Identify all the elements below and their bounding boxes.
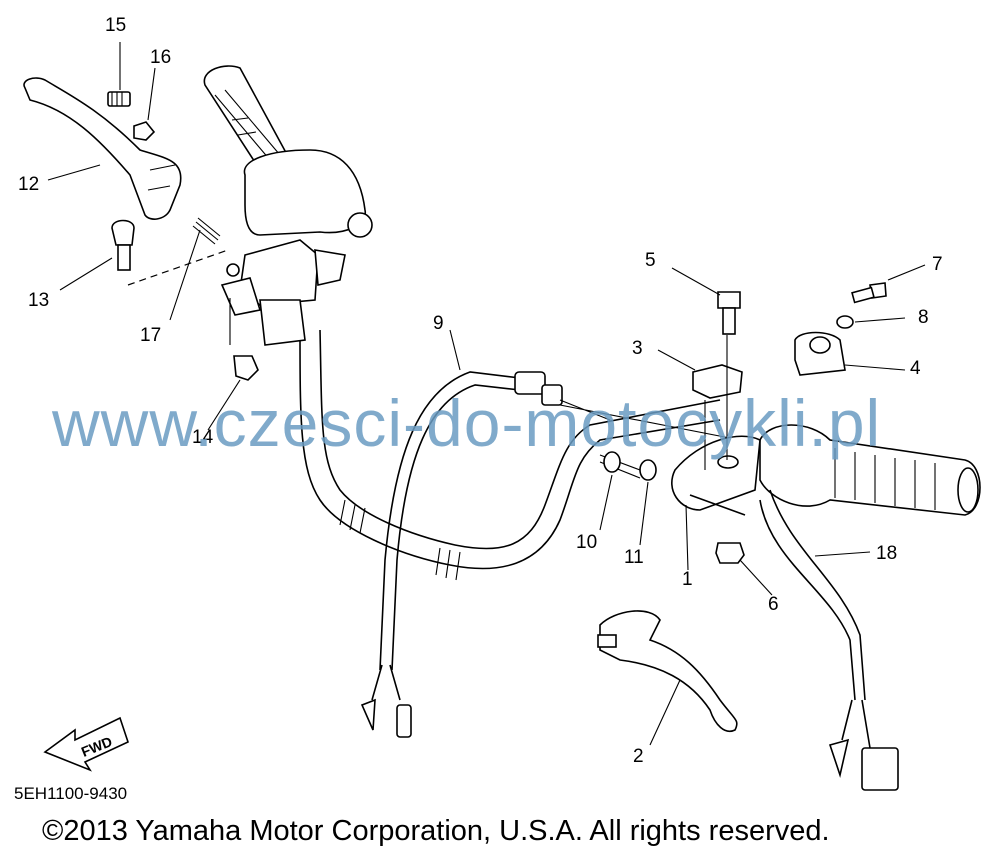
callout-8: 8 — [918, 307, 929, 328]
switch-cable — [759, 489, 899, 791]
callout-14: 14 — [192, 427, 214, 448]
callout-13: 13 — [28, 290, 49, 311]
callout-2: 2 — [633, 746, 644, 767]
callout-3: 3 — [632, 338, 643, 359]
callout-10: 10 — [576, 532, 597, 553]
callout-16: 16 — [150, 47, 171, 68]
callout-18: 18 — [876, 543, 897, 564]
callout-17: 17 — [140, 325, 161, 346]
throttle-cable — [360, 371, 741, 738]
right-lever — [597, 610, 738, 732]
left-small-parts — [107, 91, 259, 381]
callout-11: 11 — [624, 547, 644, 568]
callout-numbers: 15 16 12 13 17 14 9 3 5 4 7 8 6 1 10 11 … — [18, 15, 943, 767]
diagram-code: 5EH1100-9430 — [14, 784, 128, 803]
callout-6: 6 — [768, 594, 779, 615]
callout-5: 5 — [645, 250, 656, 271]
callout-7: 7 — [932, 254, 943, 275]
callout-12: 12 — [18, 174, 39, 195]
handlebar — [299, 329, 721, 581]
fwd-arrow: FWD — [43, 716, 129, 772]
callout-9: 9 — [433, 313, 444, 334]
callout-1: 1 — [682, 569, 693, 590]
copyright-notice: ©2013 Yamaha Motor Corporation, U.S.A. A… — [42, 815, 830, 847]
leader-lines — [47, 42, 926, 746]
callout-15: 15 — [105, 15, 126, 36]
right-grip-assembly — [599, 424, 981, 516]
left-lever — [23, 77, 182, 220]
left-grip-assembly — [203, 65, 373, 346]
callout-4: 4 — [910, 358, 921, 379]
right-small-parts — [692, 282, 887, 564]
